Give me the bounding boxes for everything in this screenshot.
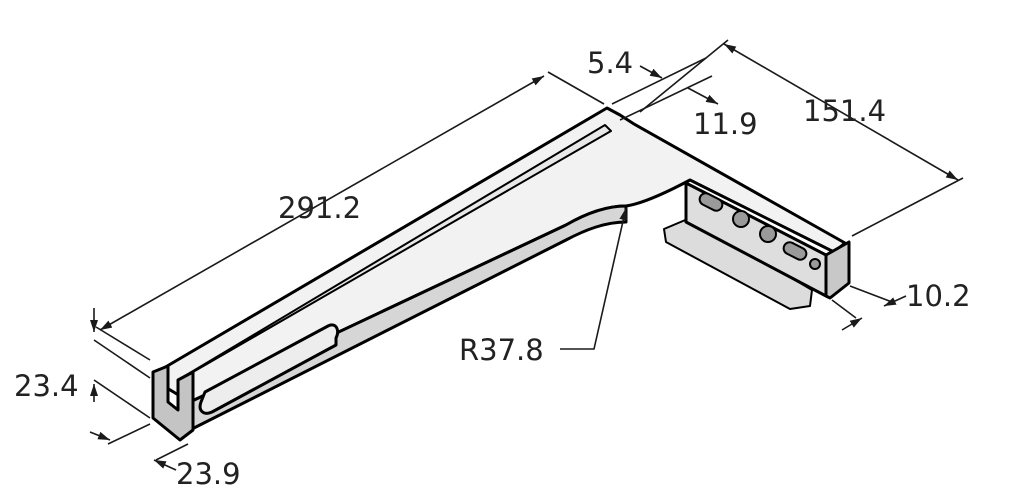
dim-slot-offset: 11.9	[693, 107, 758, 141]
dimension-lines	[89, 39, 964, 471]
dim-width: 23.9	[176, 457, 241, 491]
dim-end-thickness: 10.2	[906, 279, 971, 313]
dim-height: 23.4	[14, 369, 79, 403]
slot-hole-2	[782, 241, 808, 261]
slot-hole-1	[698, 192, 724, 212]
round-hole-3	[809, 258, 821, 270]
round-hole-2	[759, 225, 777, 243]
dim-length-short: 151.4	[803, 94, 886, 128]
bracket-body	[151, 106, 851, 442]
dim-slot-gap: 5.4	[587, 46, 633, 80]
channel-groove	[177, 124, 612, 381]
dimension-labels: 291.2 151.4 5.4 11.9 10.2 23.4 23.9 R37.…	[14, 46, 971, 491]
short-arm-end-face	[824, 240, 851, 300]
round-hole-1	[732, 210, 750, 228]
dim-bend-radius: R37.8	[459, 333, 544, 367]
dim-length-long: 291.2	[278, 191, 361, 225]
